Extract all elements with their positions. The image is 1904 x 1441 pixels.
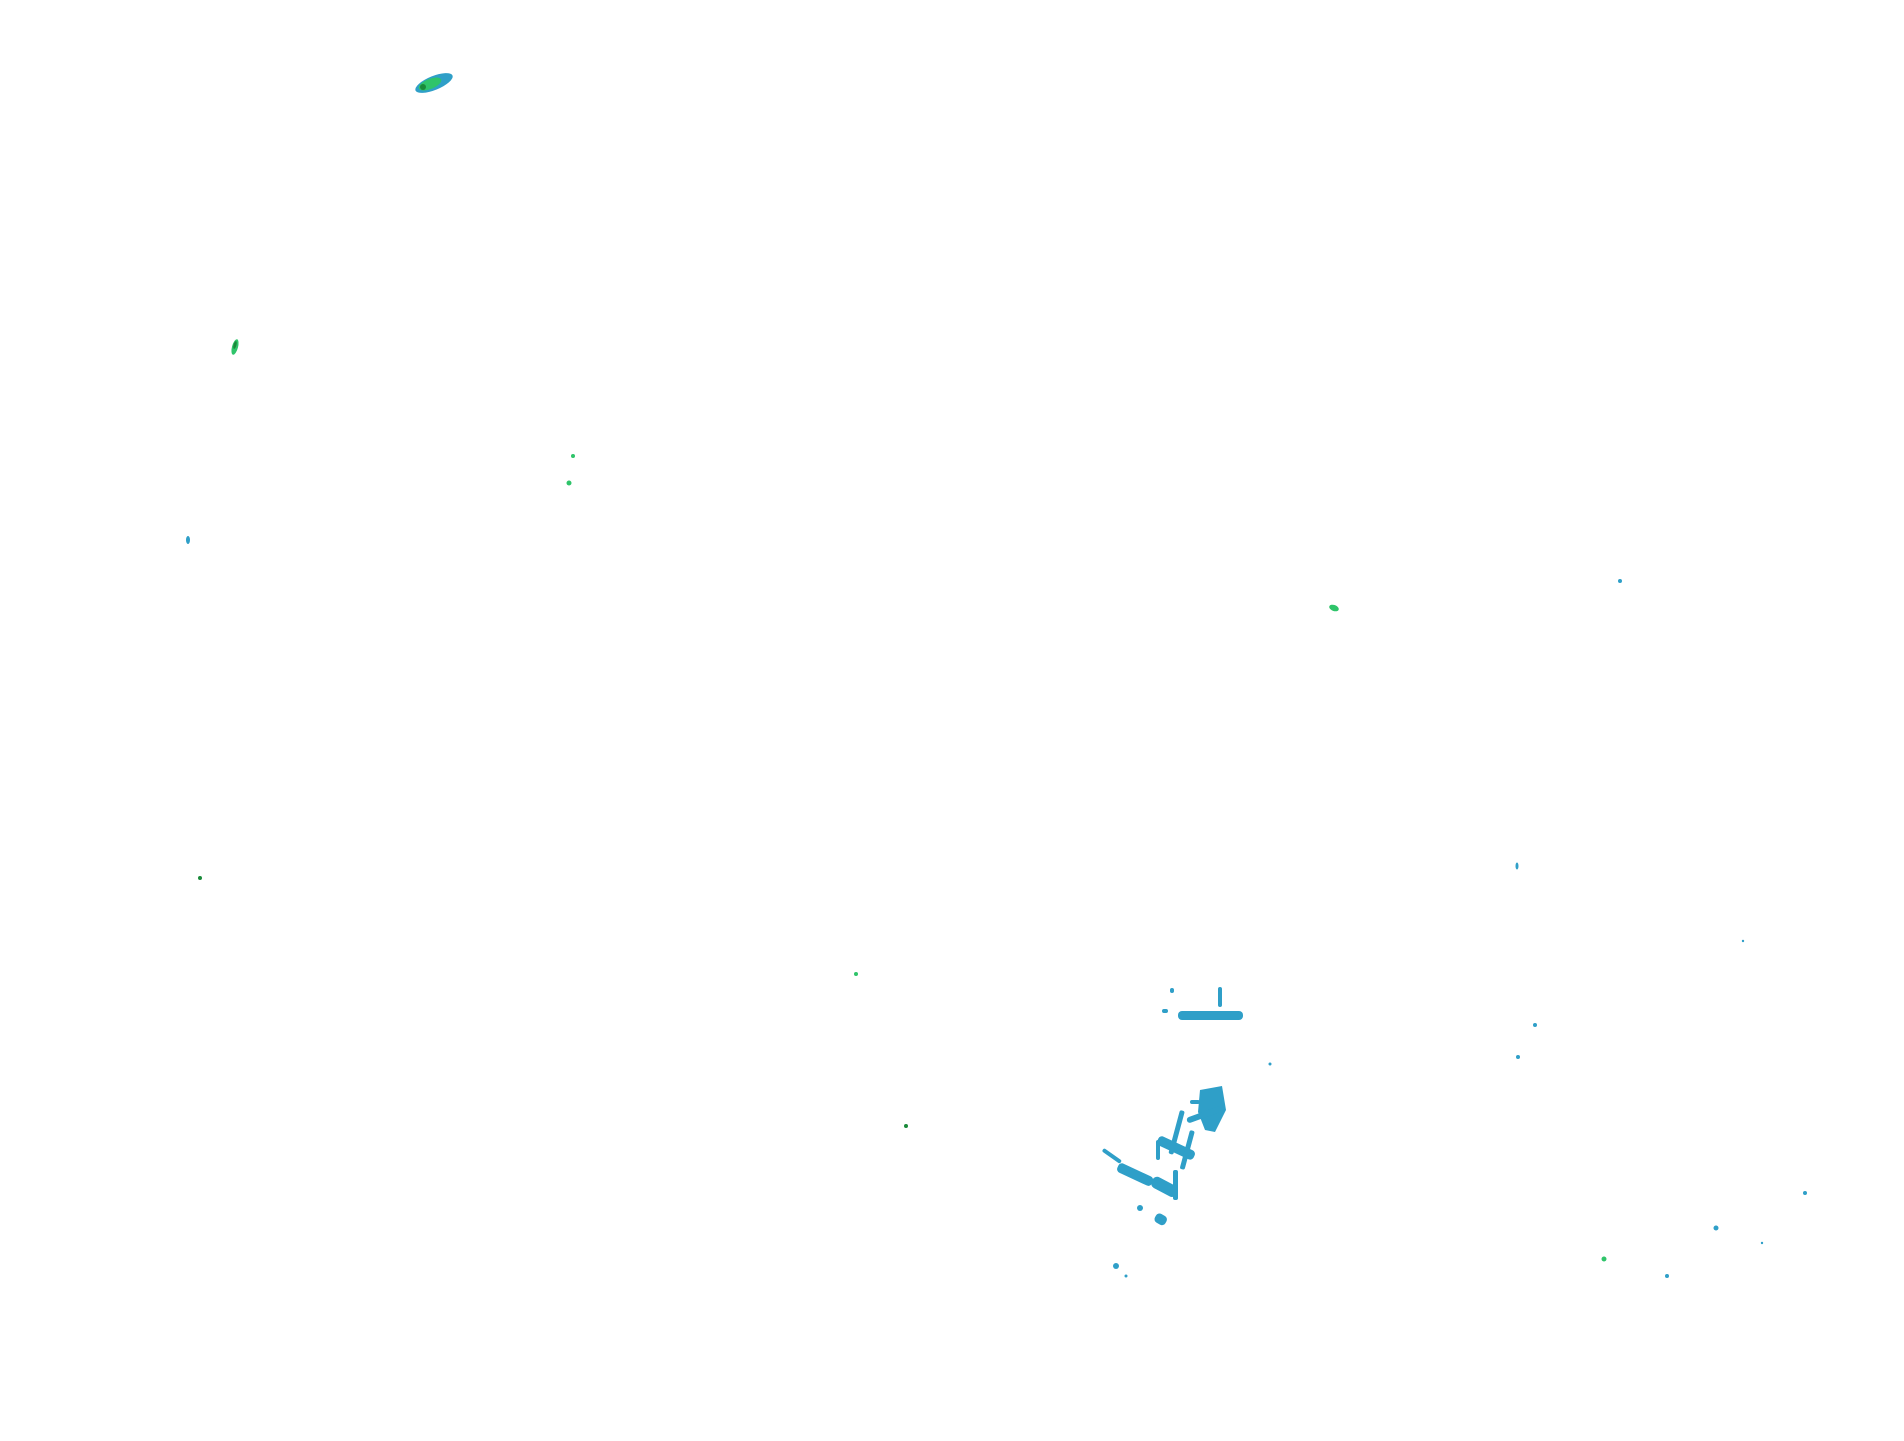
blob-top-left: [415, 73, 453, 93]
blob-cluster-lower-center: [1102, 987, 1243, 1226]
blob-left-streak: [231, 339, 239, 355]
scattered-dots: [186, 454, 1807, 1278]
